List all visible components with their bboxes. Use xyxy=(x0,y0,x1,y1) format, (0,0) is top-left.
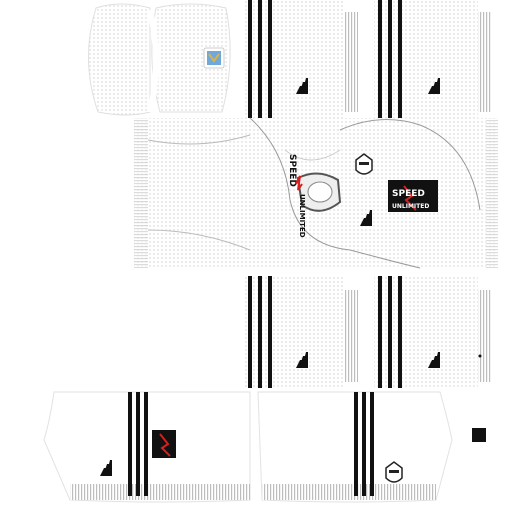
shorts-sponsor xyxy=(152,430,176,458)
adidas-three-bars-icon xyxy=(428,352,440,368)
sock-divider xyxy=(147,9,159,113)
sleeve-top-left xyxy=(244,0,358,118)
sock-right xyxy=(151,3,231,113)
sock-panels xyxy=(87,3,231,116)
adidas-three-bars-icon xyxy=(360,210,372,226)
sponsor-line1: SPEED xyxy=(287,154,297,187)
sock-left xyxy=(87,3,151,116)
club-crest-icon xyxy=(385,461,403,483)
adidas-three-bars-icon xyxy=(296,352,308,368)
adidas-three-bars-icon xyxy=(296,78,308,94)
marker-dot xyxy=(478,354,482,358)
sponsor-main-line2: UNLIMITED xyxy=(392,203,429,210)
sleeve-bottom-right xyxy=(374,276,492,388)
sponsor-line2: UNLIMITED xyxy=(298,194,306,238)
sleeve-top-right xyxy=(374,0,492,118)
collar xyxy=(296,172,342,212)
adidas-three-bars-icon xyxy=(100,460,112,476)
league-patch-icon xyxy=(203,47,225,69)
sleeve-bottom-left xyxy=(244,276,358,388)
marker-square xyxy=(472,428,486,442)
sponsor-main: SPEED UNLIMITED xyxy=(388,180,438,212)
club-crest-icon xyxy=(355,153,373,175)
sponsor-vertical: SPEED UNLIMITED xyxy=(287,154,306,238)
sponsor-main-line1: SPEED xyxy=(392,189,425,199)
front-panel-outline xyxy=(249,117,421,269)
shirt-body: SPEED UNLIMITED SPEED UNLIMITED xyxy=(134,117,498,269)
shorts xyxy=(43,391,453,503)
adidas-three-bars-icon xyxy=(428,78,440,94)
